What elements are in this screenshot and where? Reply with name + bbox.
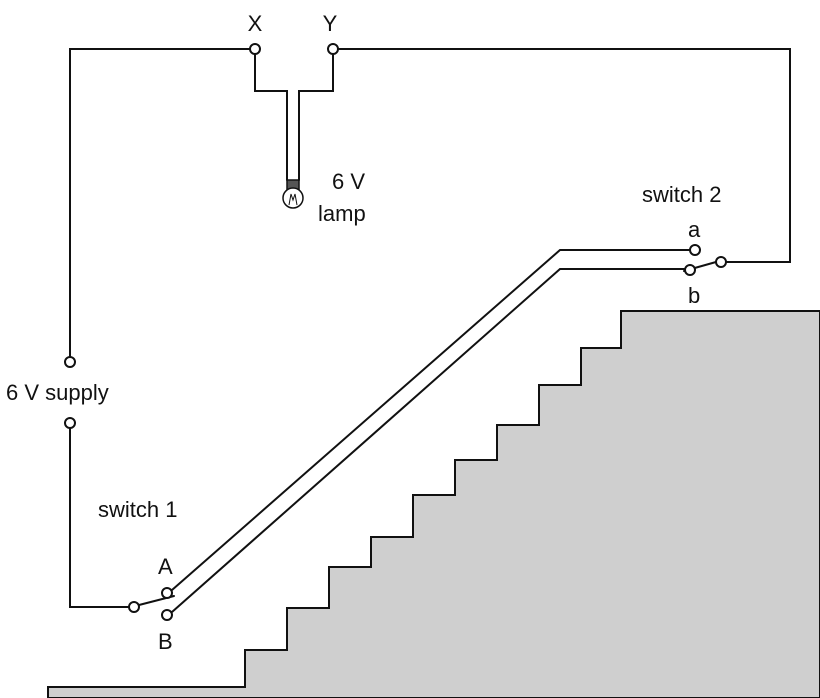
staircase bbox=[47, 310, 820, 698]
switch2-terminal-a bbox=[689, 244, 701, 256]
wire-supply-to-x bbox=[69, 48, 256, 358]
wires bbox=[69, 48, 791, 613]
label-y: Y bbox=[323, 11, 338, 36]
supply-terminal-bottom bbox=[64, 417, 76, 429]
switch2-title: switch 2 bbox=[642, 182, 721, 207]
wire-A-to-a bbox=[171, 249, 691, 591]
lamp-name-label: lamp bbox=[318, 201, 366, 226]
supply-terminal-top bbox=[64, 356, 76, 368]
terminal-x bbox=[249, 43, 261, 55]
wire-y-to-switch2 bbox=[332, 48, 791, 263]
label-x: X bbox=[248, 11, 263, 36]
lamp-lead-x bbox=[254, 54, 288, 181]
lamp-value-label: 6 V bbox=[332, 169, 365, 194]
switch2-common bbox=[715, 256, 727, 268]
terminals bbox=[64, 43, 727, 621]
terminal-y bbox=[327, 43, 339, 55]
switch1-label-B: B bbox=[158, 629, 173, 654]
switch1-label-A: A bbox=[158, 554, 173, 579]
switch2-terminal-b bbox=[684, 264, 696, 276]
switch1-terminal-B bbox=[161, 609, 173, 621]
supply-label: 6 V supply bbox=[6, 380, 109, 405]
wire-supply-to-switch1 bbox=[69, 422, 129, 608]
switch1-common bbox=[128, 601, 140, 613]
switch1-title: switch 1 bbox=[98, 497, 177, 522]
switch1-terminal-A bbox=[161, 587, 173, 599]
switch2-label-b: b bbox=[688, 283, 700, 308]
switch2-label-a: a bbox=[688, 217, 701, 242]
light-bulb-icon bbox=[282, 179, 304, 209]
lamp-lead-y bbox=[298, 54, 334, 181]
wire-B-to-b bbox=[171, 268, 691, 613]
